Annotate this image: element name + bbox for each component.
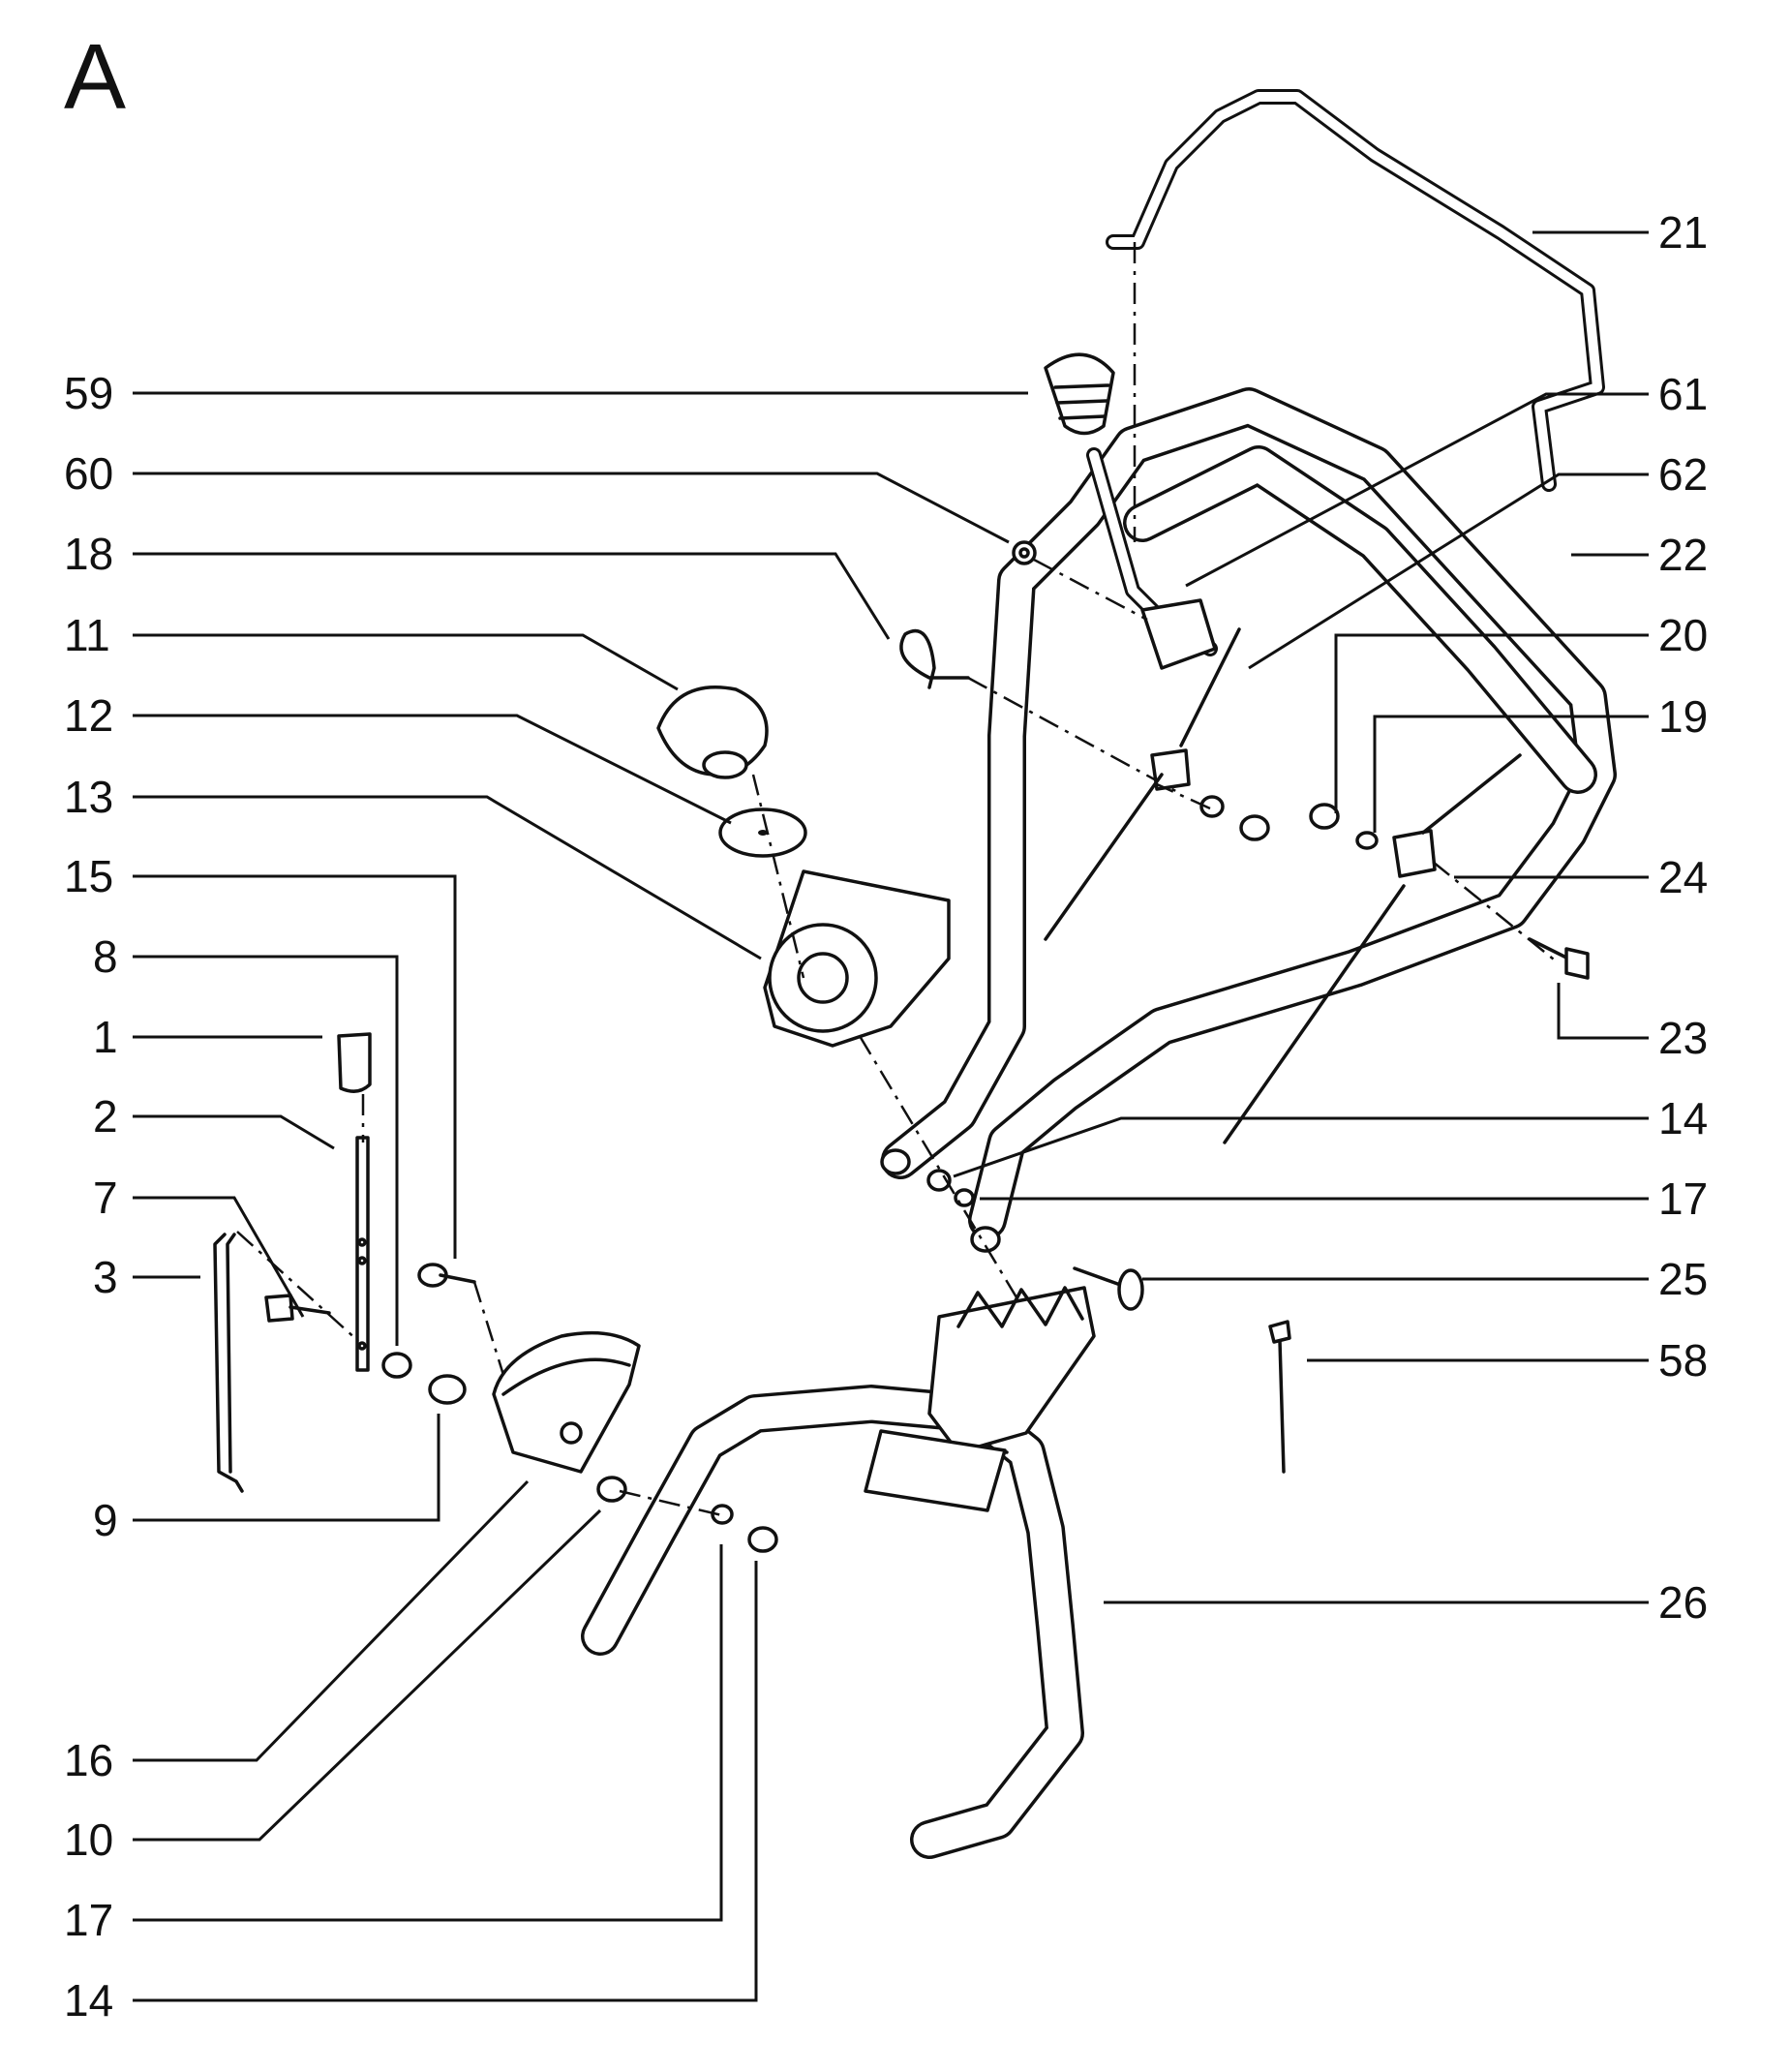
leader-lines [133,230,1649,2002]
callout-18: 18 [64,529,113,579]
callout-24: 24 [1658,852,1708,902]
cable-tie-58 [1268,1320,1291,1474]
lever-arm-2 [355,1136,370,1372]
washer-17-lower [711,1504,734,1525]
callout-2: 2 [93,1091,118,1142]
washer-17-upper [954,1188,975,1207]
notched-quadrant-16 [492,1330,641,1474]
link-rod-3 [213,1233,244,1493]
nut-upper-bracket [1199,795,1270,841]
callout-62: 62 [1658,449,1708,500]
callout-7: 7 [93,1173,118,1223]
callout-8: 8 [93,931,118,982]
upper-handle-bar [880,387,1617,1253]
callout-14-lower: 14 [64,1975,113,2026]
callout-17-lower: 17 [64,1895,113,1945]
callout-11: 11 [64,610,110,660]
nut-10 [596,1476,627,1503]
callout-17-upper: 17 [1658,1173,1708,1224]
control-bail-rod [1106,89,1605,492]
throttle-lever [1044,352,1218,670]
cable-bracket-24 [1223,753,1522,1144]
knob-11 [656,686,769,779]
nut-60 [1012,540,1037,565]
callout-16: 16 [64,1735,113,1785]
washer-12 [718,807,807,858]
callouts-left: 59 60 18 11 12 13 15 8 1 2 7 3 9 16 10 1… [64,368,118,2026]
lever-grip-1 [337,1032,372,1093]
nut-20 [1309,803,1340,830]
callout-61: 61 [1658,369,1708,419]
callout-15: 15 [64,851,113,901]
callout-9: 9 [93,1495,118,1545]
cable-bracket-62 [1044,627,1241,941]
mounting-plate-13 [763,869,951,1048]
callout-12: 12 [64,690,113,741]
callout-23: 23 [1658,1013,1708,1063]
callout-13: 13 [64,772,113,822]
spring-18 [899,628,1182,796]
callout-1: 1 [93,1012,118,1062]
assembly-lines [236,242,1560,1518]
nut-9 [381,1352,467,1405]
callout-60: 60 [64,448,113,499]
nut-14-lower [747,1526,778,1553]
callout-25: 25 [1658,1254,1708,1304]
callout-58: 58 [1658,1335,1708,1386]
section-letter: A [64,25,126,129]
callout-14-upper: 14 [1658,1093,1708,1143]
carriage-bolt-25 [1073,1266,1144,1311]
callout-22: 22 [1658,530,1708,580]
washer-19 [1355,831,1379,850]
callout-26: 26 [1658,1577,1708,1628]
hex-bolt-23 [1528,937,1590,980]
callouts-right: 21 61 62 22 20 19 24 23 14 17 25 58 26 [1658,207,1708,1628]
callout-19: 19 [1658,691,1708,742]
callout-59: 59 [64,368,113,418]
callout-21: 21 [1658,207,1708,258]
flange-bolt-15 [417,1263,505,1376]
toothed-bracket [864,1286,1096,1512]
callout-20: 20 [1658,610,1708,660]
callout-10: 10 [64,1814,113,1865]
callout-3: 3 [93,1252,118,1302]
